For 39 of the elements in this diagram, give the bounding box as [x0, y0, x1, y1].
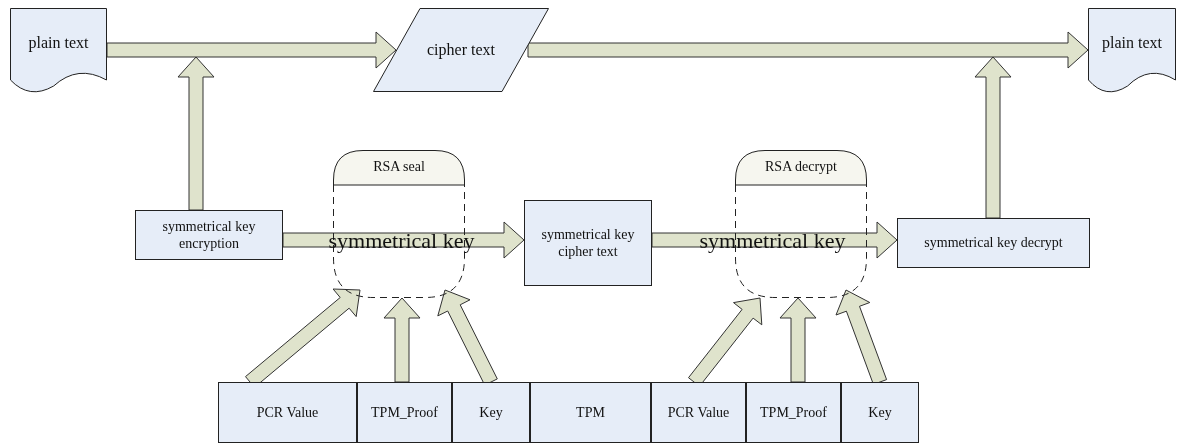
block-arrow	[651, 221, 898, 259]
process-box	[452, 382, 530, 443]
node-label: Key	[478, 403, 504, 422]
node-label: TPM_Proof	[370, 403, 439, 422]
process-box	[897, 218, 1090, 268]
block-arrow	[106, 31, 397, 69]
process-box	[524, 200, 652, 286]
node-label: TPM	[575, 403, 606, 422]
node-label: plain text	[1102, 33, 1162, 53]
document-shape	[1088, 8, 1176, 94]
block-arrow	[835, 289, 888, 385]
process-box	[651, 382, 746, 443]
node-label: symmetrical key decrypt	[923, 234, 1064, 252]
node-label: Key	[867, 403, 893, 422]
process-box	[135, 210, 283, 260]
block-arrow	[282, 221, 525, 259]
block-arrow	[177, 56, 215, 211]
node-label: PCR Value	[666, 403, 731, 422]
edge-label: symmetrical key	[328, 230, 475, 252]
process-box	[357, 382, 452, 443]
process-box	[841, 382, 919, 443]
block-arrow	[974, 56, 1012, 219]
document-shape	[10, 8, 107, 94]
block-arrow	[779, 297, 817, 383]
edge-label: symmetrical key	[699, 230, 846, 252]
block-arrow	[527, 31, 1089, 69]
process-heading: RSA seal	[372, 158, 426, 176]
process-box	[530, 382, 651, 443]
node-label: PCR Value	[255, 403, 320, 422]
process-box	[746, 382, 841, 443]
node-label: symmetrical key encryption	[161, 217, 257, 253]
data-parallelogram	[373, 8, 549, 92]
node-label: symmetrical key cipher text	[540, 225, 636, 261]
block-arrow	[383, 297, 421, 383]
node-label: TPM_Proof	[759, 403, 828, 422]
process-heading: RSA decrypt	[764, 158, 838, 176]
node-label: plain text	[28, 33, 89, 53]
node-label: cipher text	[426, 40, 496, 60]
process-box	[218, 382, 357, 443]
